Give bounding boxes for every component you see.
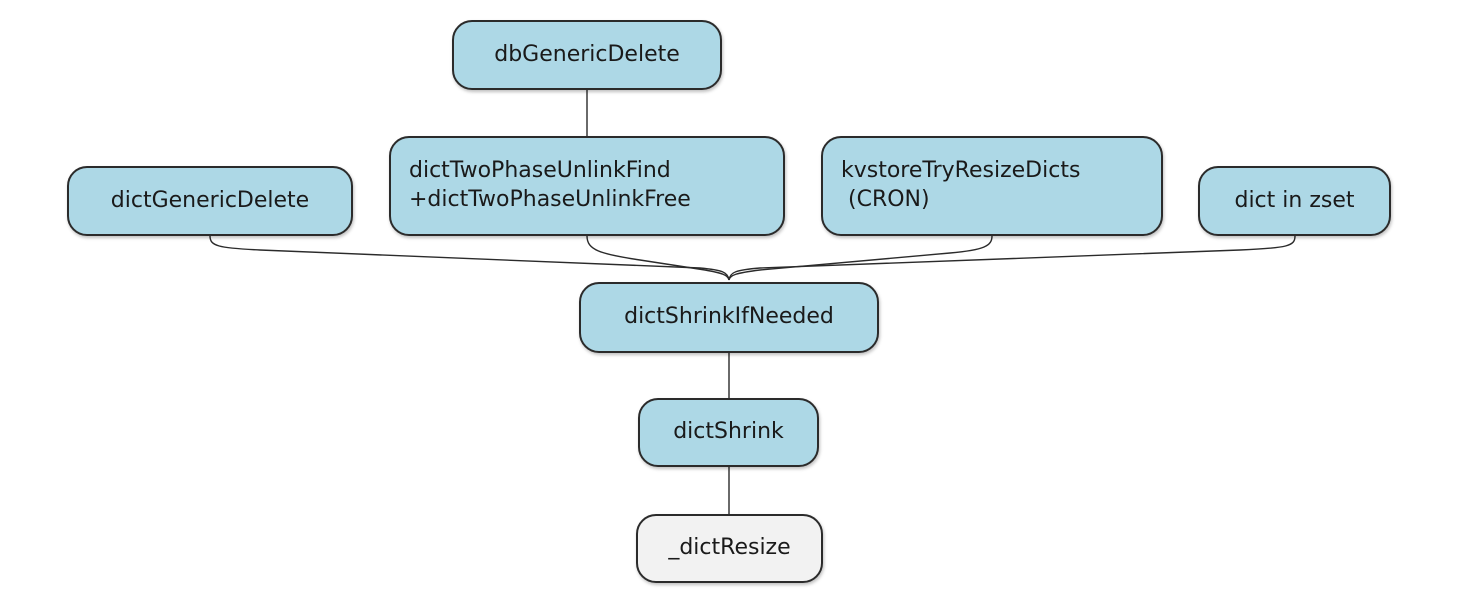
node-dictinzset-label: dict in zset — [1234, 187, 1355, 213]
edge-twophase-to-shrinkifneeded — [586, 235, 730, 281]
node-dbgenericdelete: dbGenericDelete — [452, 20, 722, 90]
node-dictinzset: dict in zset — [1198, 166, 1391, 236]
edge-zset-to-shrinkifneeded — [728, 235, 1296, 281]
node-dictshrinkifneeded: dictShrinkIfNeeded — [579, 282, 879, 353]
node-dictshrink-label: dictShrink — [673, 419, 784, 445]
node-dbgenericdelete-label: dbGenericDelete — [494, 41, 680, 67]
node-dictresize-label: _dictResize — [668, 535, 791, 561]
edge-kvstore-to-shrinkifneeded — [728, 235, 993, 281]
node-dictgenericdelete-label: dictGenericDelete — [110, 187, 310, 213]
node-dicttwophaseunlink: dictTwoPhaseUnlinkFind +dictTwoPhaseUnli… — [389, 136, 785, 236]
node-kvstoretryresizedicts-label: kvstoreTryResizeDicts (CRON) — [841, 158, 1081, 212]
node-dictshrinkifneeded-label: dictShrinkIfNeeded — [624, 304, 834, 330]
node-dicttwophaseunlink-label: dictTwoPhaseUnlinkFind +dictTwoPhaseUnli… — [409, 158, 691, 212]
edge-dictgenericdelete-to-shrinkifneeded — [209, 235, 730, 281]
node-dictshrink: dictShrink — [638, 398, 819, 467]
node-dictgenericdelete: dictGenericDelete — [67, 166, 353, 236]
node-dictresize: _dictResize — [636, 514, 823, 583]
node-kvstoretryresizedicts: kvstoreTryResizeDicts (CRON) — [821, 136, 1163, 236]
